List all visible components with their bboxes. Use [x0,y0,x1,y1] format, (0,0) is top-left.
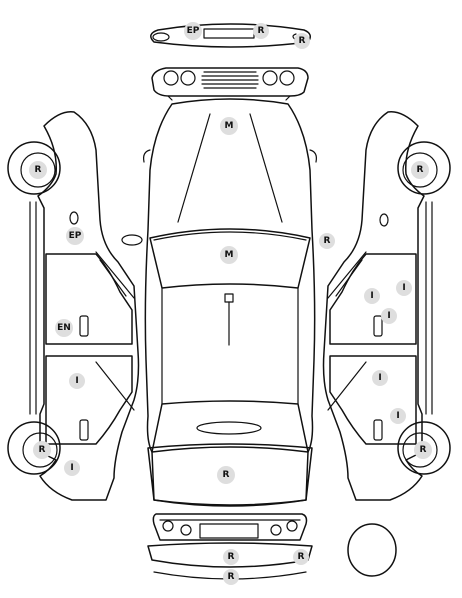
left-fuel-cap[interactable] [69,211,79,225]
badge-i-left-rear-sill[interactable]: I [64,460,80,476]
badge-label: EN [57,323,71,333]
badge-i-right-front-door-3[interactable]: I [381,308,397,324]
badge-r-front-bumper[interactable]: R [253,23,269,39]
badge-label: R [35,165,42,175]
badge-i-right-front-door-2[interactable]: I [396,280,412,296]
windshield[interactable] [149,228,311,289]
badge-label: R [417,165,424,175]
badge-r-rear-bumper-2[interactable]: R [293,549,309,565]
badge-m-hood[interactable]: M [220,117,238,135]
badge-r-front-bumper-right[interactable]: R [294,33,310,49]
badge-label: R [258,26,265,36]
spare-wheel[interactable] [347,523,397,577]
left-mirror[interactable] [121,234,143,246]
badge-i-right-rear-door[interactable]: I [372,370,388,386]
rear-window[interactable] [151,400,309,453]
left-rear-wheel[interactable] [7,421,61,475]
badge-r-right-front-wheel[interactable]: R [411,161,429,179]
badge-ep-front-bumper[interactable]: EP [184,22,202,40]
badge-label: I [402,283,405,293]
rear-panel[interactable] [152,513,308,541]
badge-ep-left-fuel[interactable]: EP [66,227,84,245]
badge-label: M [225,121,234,131]
badge-r-rear-bumper-3[interactable]: R [223,569,239,585]
left-front-wheel[interactable] [7,141,61,195]
badge-label: I [370,291,373,301]
badge-label: R [228,552,235,562]
roof[interactable] [161,287,299,405]
badge-m-windshield[interactable]: M [220,246,238,264]
badge-label: I [396,411,399,421]
badge-label: I [378,373,381,383]
badge-label: I [387,311,390,321]
badge-r-right-mirror[interactable]: R [319,233,335,249]
left-side-body[interactable] [29,111,140,501]
badge-label: M [225,250,234,260]
badge-r-right-rear-wheel[interactable]: R [414,441,432,459]
right-front-door[interactable] [329,253,417,345]
right-front-wheel[interactable] [397,141,451,195]
badge-r-trunk[interactable]: R [217,466,235,484]
badge-r-left-rear-wheel[interactable]: R [33,441,51,459]
badge-label: R [223,470,230,480]
badge-r-rear-bumper-1[interactable]: R [223,549,239,565]
left-front-door[interactable] [45,253,133,345]
trunk[interactable] [147,443,313,506]
badge-en-left-front-door[interactable]: EN [55,319,73,337]
right-rear-door[interactable] [329,355,417,445]
front-grille[interactable] [151,67,309,101]
badge-r-left-front-wheel[interactable]: R [29,161,47,179]
badge-label: R [420,445,427,455]
right-rear-wheel[interactable] [397,421,451,475]
badge-i-right-rear-handle[interactable]: I [390,408,406,424]
badge-label: EP [69,231,82,241]
badge-i-left-rear-door[interactable]: I [69,373,85,389]
badge-label: R [324,236,331,246]
badge-label: R [298,552,305,562]
front-bumper[interactable] [150,23,311,48]
badge-label: I [70,463,73,473]
badge-i-right-front-door-1[interactable]: I [364,288,380,304]
right-side-body[interactable] [322,111,433,501]
badge-label: R [228,572,235,582]
left-rear-door[interactable] [45,355,133,445]
right-fuel-cap[interactable] [379,213,389,227]
badge-label: R [299,36,306,46]
badge-label: R [39,445,46,455]
badge-label: EP [187,26,200,36]
badge-label: I [75,376,78,386]
